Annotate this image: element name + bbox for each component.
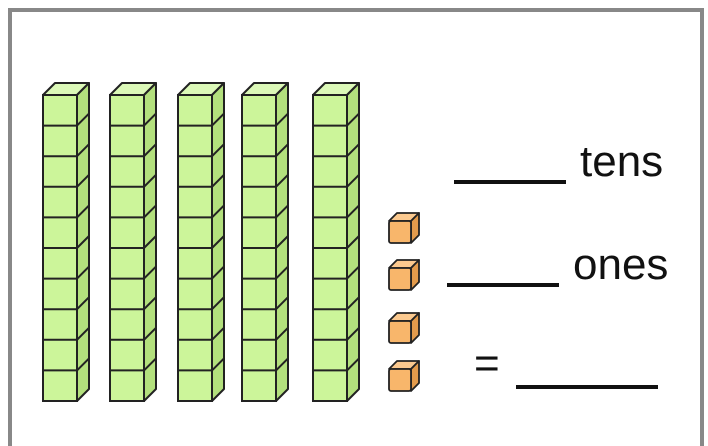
ones-answer-blank[interactable]	[447, 283, 559, 287]
tens-rod	[312, 82, 360, 402]
ones-label: ones	[573, 240, 669, 289]
total-answer-blank[interactable]	[516, 385, 658, 389]
tens-rod	[177, 82, 225, 402]
ones-cube	[388, 259, 420, 291]
tens-rods-group	[42, 82, 360, 402]
ones-cube	[388, 312, 420, 344]
ones-cube	[388, 360, 420, 392]
tens-rod	[42, 82, 90, 402]
equals-sign: =	[474, 339, 500, 388]
tens-answer-blank[interactable]	[454, 180, 566, 184]
ones-cubes-group	[388, 212, 420, 392]
tens-label: tens	[580, 137, 664, 186]
tens-rod	[241, 82, 289, 402]
tens-rod	[109, 82, 157, 402]
ones-cube	[388, 212, 420, 244]
